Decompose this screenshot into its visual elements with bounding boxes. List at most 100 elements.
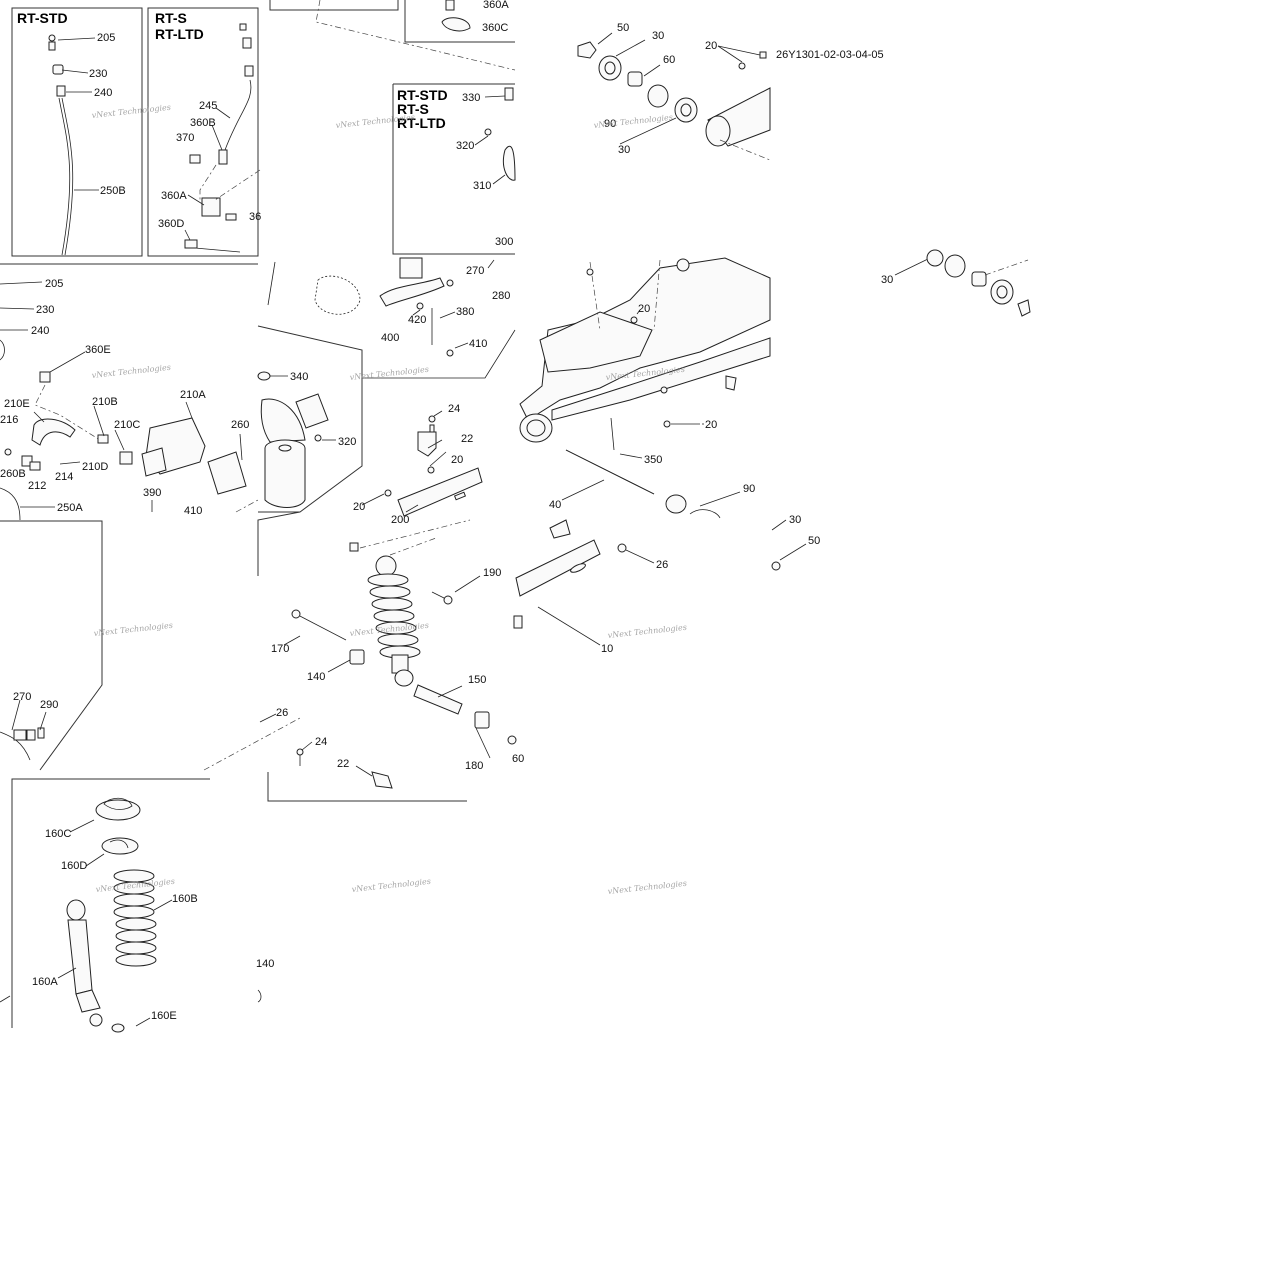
part-label: 160A <box>32 976 58 988</box>
part-label: 360A <box>161 190 187 202</box>
part-label: 210D <box>82 461 108 473</box>
part-label: 190 <box>483 567 501 579</box>
part-label: 300 <box>495 236 513 248</box>
part-label: 350 <box>644 454 662 466</box>
part-label: 380 <box>456 306 474 318</box>
panel-swing-arm <box>513 257 807 646</box>
part-label: 310 <box>473 180 491 192</box>
part-label: 60 <box>512 753 524 765</box>
panel-rt-std-center: RT-STD RT-S RT-LTD <box>314 0 516 379</box>
part-label: 210B <box>92 396 118 408</box>
part-label: 240 <box>31 325 49 337</box>
part-label: 360A <box>483 0 509 11</box>
part-label: 90 <box>743 483 755 495</box>
part-label: 160B <box>172 893 198 905</box>
part-label: 290 <box>40 699 58 711</box>
watermark-text: vNext Technologies <box>91 363 171 380</box>
part-label: 210E <box>4 398 30 410</box>
part-label: 360B <box>190 117 216 129</box>
part-label: 230 <box>36 304 54 316</box>
part-label: 250B <box>100 185 126 197</box>
part-label: 20 <box>705 419 717 431</box>
part-label: 400 <box>381 332 399 344</box>
part-label: 260B <box>0 468 26 480</box>
part-label: 140 <box>256 958 274 970</box>
part-label: 212 <box>28 480 46 492</box>
part-label: 24 <box>448 403 460 415</box>
part-label: 140 <box>307 671 325 683</box>
part-label: 36 <box>249 211 261 223</box>
part-label: 270 <box>13 691 31 703</box>
variant-header: RT-STD <box>397 87 448 103</box>
part-label: 160C <box>45 828 71 840</box>
panel-frames <box>0 0 515 1028</box>
panel-rt-std-top: RT-STD <box>17 10 99 256</box>
part-label: 20 <box>451 454 463 466</box>
coil-spring <box>367 573 421 659</box>
part-label: 390 <box>143 487 161 499</box>
part-label: 160D <box>61 860 87 872</box>
part-label: 410 <box>184 505 202 517</box>
part-label: 24 <box>315 736 327 748</box>
part-label: 26 <box>656 559 668 571</box>
panel-spring-kit <box>0 797 262 1033</box>
part-label: 360E <box>85 344 111 356</box>
watermark-text: vNext Technologies <box>607 623 687 640</box>
watermark-text: vNext Technologies <box>349 365 429 382</box>
part-label: 30 <box>652 30 664 42</box>
part-label: 10 <box>601 643 613 655</box>
variant-header: RT-S <box>155 10 187 26</box>
part-label: 340 <box>290 371 308 383</box>
watermark-text: vNext Technologies <box>93 621 173 638</box>
part-label: 240 <box>94 87 112 99</box>
part-label: 50 <box>808 535 820 547</box>
part-label: 320 <box>456 140 474 152</box>
panel-shock-absorber <box>203 261 517 789</box>
part-label: 60 <box>663 54 675 66</box>
part-label: 230 <box>89 68 107 80</box>
part-label: 216 <box>0 414 18 426</box>
part-label: 20 <box>638 303 650 315</box>
panel-rt-s-top: RT-S RT-LTD <box>155 10 261 253</box>
part-label: 370 <box>176 132 194 144</box>
part-label: 180 <box>465 760 483 772</box>
diagram-reference-code: 26Y1301-02-03-04-05 <box>776 49 884 61</box>
part-label: 150 <box>468 674 486 686</box>
part-label: 205 <box>45 278 63 290</box>
variant-header: RT-LTD <box>155 26 204 42</box>
watermark-text: vNext Technologies <box>351 877 431 894</box>
part-label: 270 <box>466 265 484 277</box>
watermark-text: vNext Technologies <box>607 879 687 896</box>
part-label: 160E <box>151 1010 177 1022</box>
part-labels: 205 230 240 250B 245 360B 370 360A 360D … <box>0 0 893 1022</box>
variant-header: RT-LTD <box>397 115 446 131</box>
part-label: 410 <box>469 338 487 350</box>
part-label: 205 <box>97 32 115 44</box>
part-label: 245 <box>199 100 217 112</box>
part-label: 360D <box>158 218 184 230</box>
part-label: 210C <box>114 419 140 431</box>
watermark-text: vNext Technologies <box>593 113 673 130</box>
part-label: 50 <box>617 22 629 34</box>
part-label: 30 <box>618 144 630 156</box>
panel-lower-left <box>0 699 47 761</box>
part-label: 22 <box>337 758 349 770</box>
part-label: 200 <box>391 514 409 526</box>
part-label: 170 <box>271 643 289 655</box>
part-label: 26 <box>276 707 288 719</box>
part-label: 320 <box>338 436 356 448</box>
part-label: 360C <box>482 22 508 34</box>
part-label: 210A <box>180 389 206 401</box>
part-label: 40 <box>549 499 561 511</box>
part-label: 330 <box>462 92 480 104</box>
watermark-text: vNext Technologies <box>91 103 171 120</box>
variant-header: RT-STD <box>17 10 68 26</box>
part-label: 90 <box>604 118 616 130</box>
variant-header: RT-S <box>397 101 429 117</box>
part-label: 214 <box>55 471 73 483</box>
swing-arm-bearing-group <box>577 32 771 161</box>
part-label: 30 <box>789 514 801 526</box>
part-label: 20 <box>705 40 717 52</box>
part-label: 260 <box>231 419 249 431</box>
